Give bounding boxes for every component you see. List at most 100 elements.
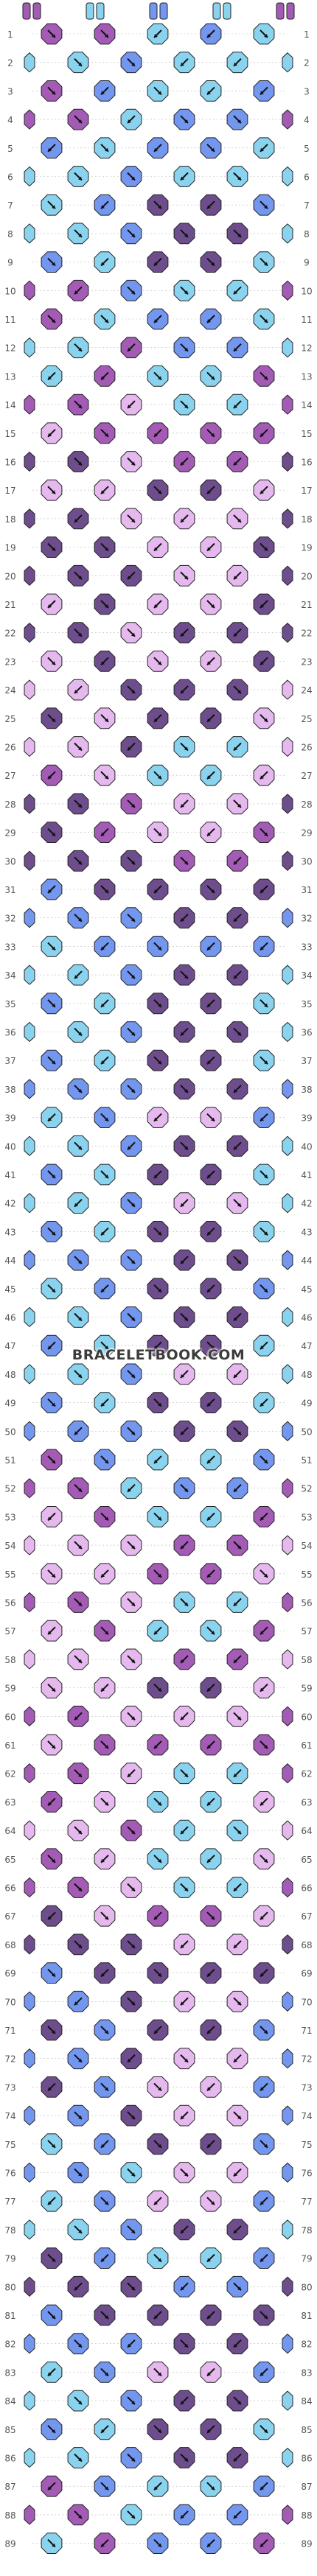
edge-string	[282, 908, 293, 928]
knot-arrow-head	[78, 1146, 82, 1150]
knot-arrow-head	[52, 2258, 55, 2262]
row-label-right: 53	[301, 1512, 312, 1522]
knot-arrow-head	[52, 34, 55, 38]
row-label-left: 54	[4, 1541, 15, 1551]
knot-arrow-head	[131, 1830, 135, 1835]
row-label-right: 54	[301, 1541, 312, 1551]
knot-arrow-head	[128, 2058, 131, 2062]
knot-arrow-head	[154, 319, 158, 323]
edge-string	[24, 1250, 35, 1270]
edge-string	[24, 1535, 35, 1555]
knot-arrow-head	[237, 1032, 241, 1036]
knot-arrow-head	[48, 1631, 52, 1635]
knot-arrow-head	[74, 975, 78, 979]
knot-arrow-head	[74, 1716, 78, 1721]
knot-arrow-head	[234, 290, 237, 295]
knot-arrow-head	[264, 2143, 268, 2148]
row-label-left: 56	[4, 1598, 15, 1609]
knot-arrow-head	[181, 2229, 184, 2233]
knot-arrow-head	[131, 1602, 135, 1606]
knot-arrow-head	[52, 1858, 55, 1863]
edge-string	[282, 1421, 293, 1441]
row-label-left: 39	[4, 1113, 15, 1124]
knot-arrow-head	[105, 2087, 108, 2091]
row-label-right: 10	[301, 286, 312, 296]
edge-string	[24, 1991, 35, 2012]
knot-arrow-head	[52, 1745, 55, 1749]
row-label-right: 72	[301, 2054, 312, 2065]
knot-arrow-head	[207, 34, 211, 38]
knot-arrow-head	[154, 1631, 158, 1635]
knot-arrow-head	[181, 1545, 184, 1550]
knot-arrow-head	[52, 1573, 55, 1578]
row-label-left: 73	[4, 2082, 15, 2093]
knot-arrow-head	[184, 1602, 188, 1606]
edge-string	[282, 1079, 293, 1099]
row-label-left: 79	[4, 2254, 15, 2264]
edge-string	[24, 2105, 35, 2126]
knot-arrow-head	[264, 2030, 268, 2034]
knot-arrow-head	[78, 803, 82, 808]
knot-arrow-head	[158, 661, 161, 665]
knot-arrow-head	[52, 1288, 55, 1292]
knot-arrow-head	[128, 347, 131, 351]
knot-arrow-head	[154, 1460, 158, 1463]
row-label-left: 59	[4, 1684, 15, 1694]
row-label-right: 89	[301, 2539, 312, 2549]
knot-arrow-head	[78, 62, 82, 66]
knot-arrow-head	[154, 547, 158, 551]
edge-string	[24, 280, 35, 301]
knot-arrow-head	[158, 832, 161, 836]
knot-arrow-head	[260, 147, 264, 152]
row-label-right: 2	[304, 58, 310, 69]
row-label-right: 58	[301, 1655, 312, 1665]
row-label-left: 67	[4, 1911, 15, 1922]
row-label-right: 82	[301, 2339, 312, 2350]
knot-arrow-head	[260, 2087, 264, 2091]
knot-arrow-head	[207, 91, 211, 95]
knot-arrow-head	[154, 1175, 158, 1178]
knot-arrow-head	[52, 2030, 55, 2034]
row-label-right: 29	[301, 828, 312, 839]
knot-arrow-head	[74, 1431, 78, 1435]
knot-arrow-head	[52, 661, 55, 665]
knot-arrow-head	[181, 518, 184, 522]
knot-arrow-head	[184, 2457, 188, 2462]
edge-string	[282, 52, 293, 73]
knot-arrow-head	[184, 746, 188, 751]
row-label-left: 63	[4, 1797, 15, 1807]
knot-arrow-head	[101, 1402, 105, 1407]
row-label-right: 64	[301, 1826, 312, 1836]
edge-string	[282, 1193, 293, 1214]
knot-arrow-head	[74, 2286, 78, 2291]
knot-arrow-head	[131, 1545, 135, 1550]
row-label-left: 85	[4, 2425, 15, 2435]
row-label-right: 16	[301, 458, 312, 468]
knot-arrow-head	[158, 946, 161, 951]
knot-arrow-head	[52, 2429, 55, 2433]
knot-arrow-head	[78, 2058, 82, 2062]
knot-arrow-head	[158, 1003, 161, 1007]
row-label-right: 1	[304, 29, 310, 40]
edge-string	[24, 1820, 35, 1841]
row-label-left: 47	[4, 1341, 15, 1351]
knot-arrow-head	[234, 917, 237, 922]
knot-arrow-head	[78, 1032, 82, 1036]
edge-string	[24, 166, 35, 187]
row-label-left: 81	[4, 2311, 15, 2321]
row-label-left: 43	[4, 1227, 15, 1237]
edge-string	[282, 623, 293, 643]
knot-arrow-head	[131, 1887, 135, 1891]
knot-arrow-head	[181, 1032, 184, 1036]
string-start	[149, 2, 158, 20]
row-label-right: 67	[301, 1911, 312, 1922]
row-label-left: 13	[4, 371, 15, 382]
edge-string	[24, 1649, 35, 1670]
knot-arrow-head	[184, 1488, 188, 1492]
row-label-right: 21	[301, 600, 312, 610]
knot-arrow-head	[131, 2001, 135, 2006]
row-label-left: 62	[4, 1769, 15, 1779]
knot-arrow-head	[207, 2143, 211, 2148]
knot-arrow-head	[260, 1687, 264, 1692]
